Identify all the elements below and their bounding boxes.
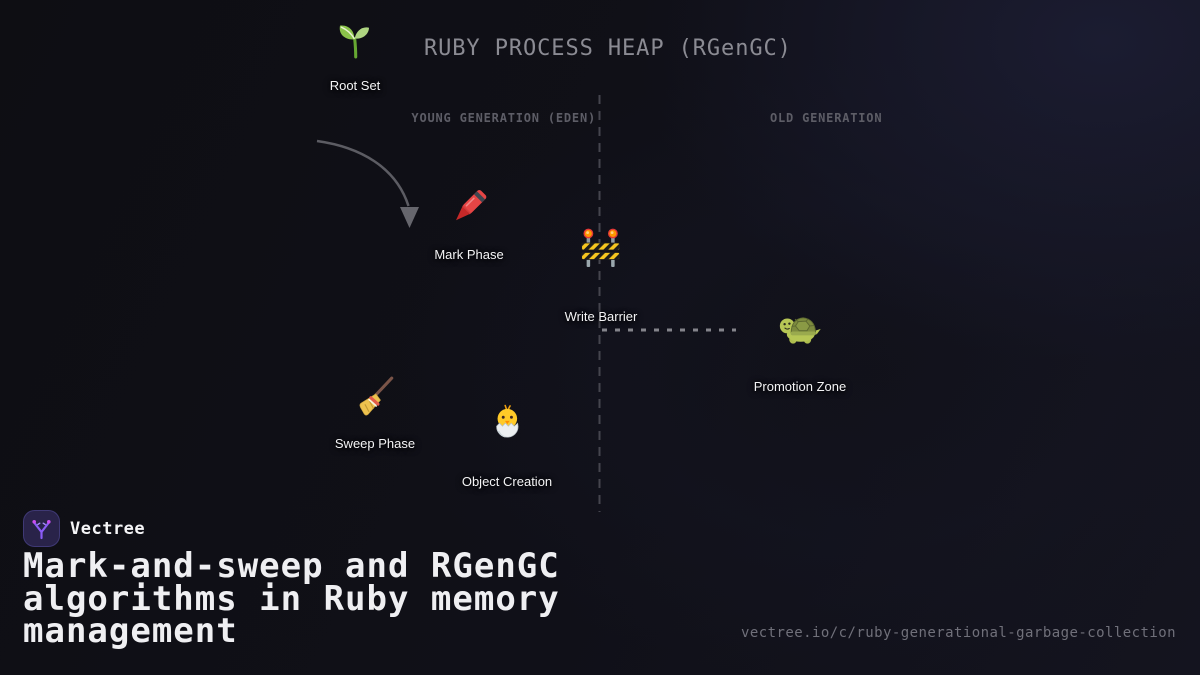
page-title-line-1: Mark-and-sweep and RGenGC [23,546,560,586]
node-mark-phase: Mark Phase [434,184,504,262]
young-generation-label: YOUNG GENERATION (EDEN) [411,111,596,125]
root-to-mark-arrowhead [400,207,419,228]
node-object-creation: Object Creation [462,402,552,489]
brand-name: Vectree [70,518,146,539]
node-label: Sweep Phase [334,436,416,451]
node-label: Object Creation [461,474,553,489]
brand-row: Vectree [23,510,145,547]
node-promotion-zone: Promotion Zone [753,303,847,394]
node-sweep-phase: Sweep Phase [335,374,415,451]
heap-title: RUBY PROCESS HEAP (RGenGC) [424,36,792,61]
node-label: Promotion Zone [753,379,847,394]
node-root-set: Root Set [329,19,381,93]
old-generation-label: OLD GENERATION [770,111,883,125]
page-title-line-2: algorithms in Ruby memory [23,578,560,619]
page-title: Mark-and-sweep and RGenGC algorithms in … [23,546,560,651]
node-label: Mark Phase [434,247,504,262]
hatching-chick-icon [495,404,519,438]
vectree-logo-icon [23,510,60,547]
broom-icon [359,376,393,416]
canonical-url: vectree.io/c/ruby-generational-garbage-c… [740,625,1176,641]
node-label: Write Barrier [564,309,638,324]
node-write-barrier: Write Barrier [564,226,638,324]
turtle-icon [780,317,822,344]
construction-barrier-icon [581,228,621,267]
crayon-icon [455,189,487,221]
seedling-icon [339,25,369,59]
node-label: Root Set [329,78,381,93]
page-title-line-3: management [23,611,238,651]
root-to-mark-arrow-curve [316,139,410,207]
